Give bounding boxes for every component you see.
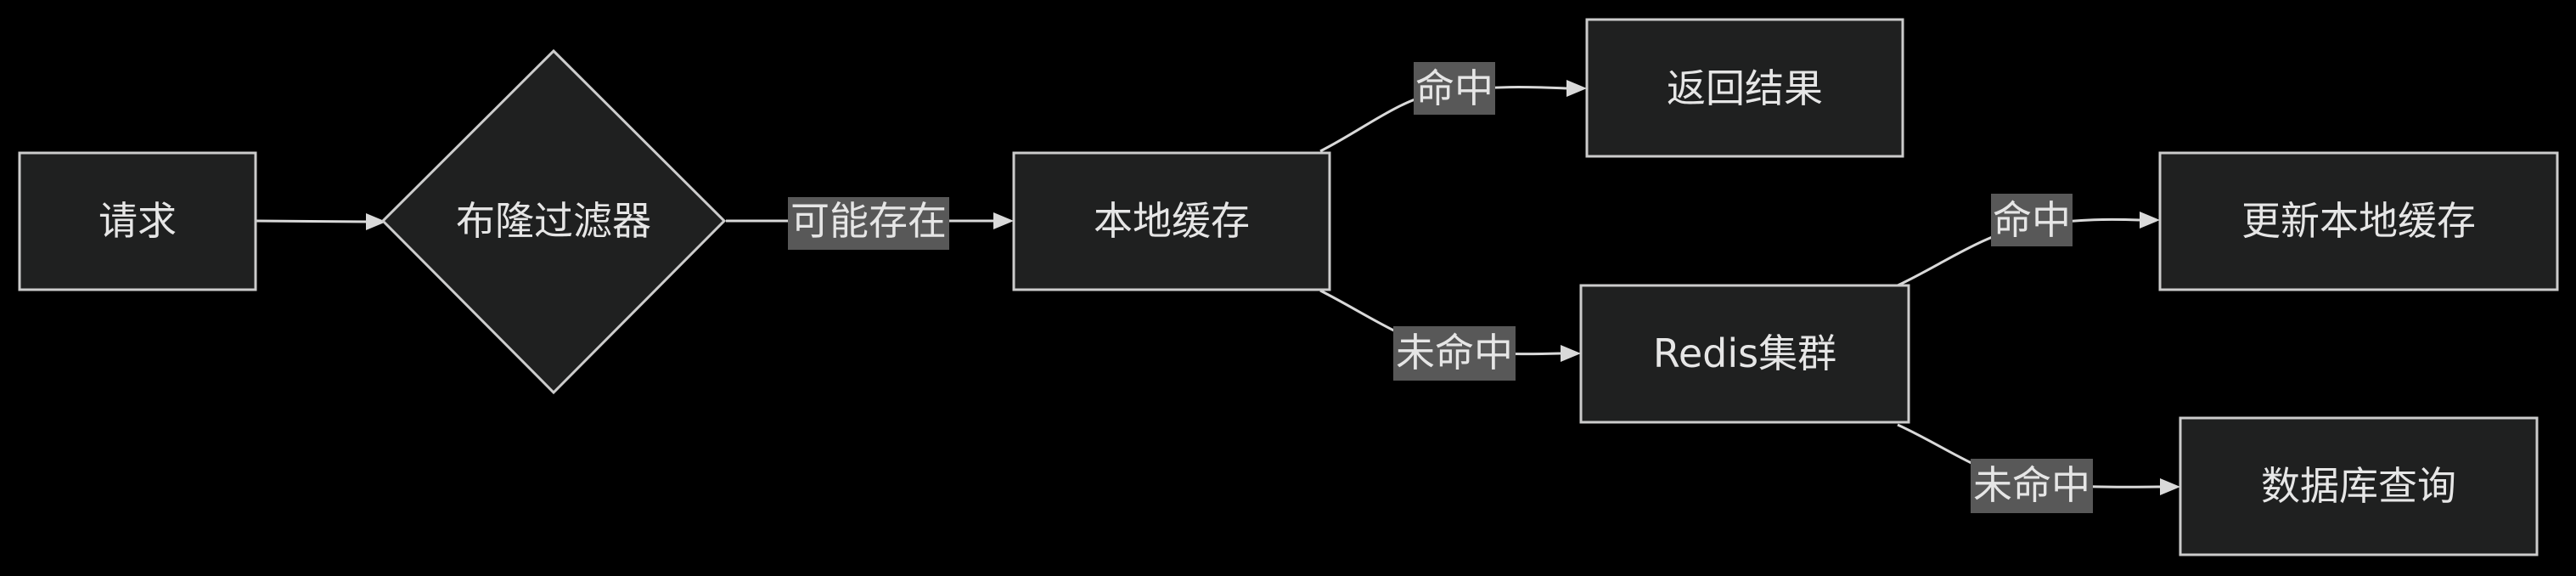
node-local-cache: 本地缓存 — [1012, 151, 1331, 291]
edge-label-local-hit-text: 命中 — [1415, 65, 1493, 111]
node-request-label: 请求 — [98, 198, 177, 244]
edge-label-redis-hit: 命中 — [1991, 194, 2073, 246]
edge-label-possibly-exists: 可能存在 — [788, 197, 949, 250]
edge-label-redis-miss-text: 未命中 — [1973, 462, 2090, 508]
edge-request-to-bloom-filter — [256, 213, 386, 230]
edge-label-local-hit: 命中 — [1414, 62, 1495, 115]
node-db-query: 数据库查询 — [2179, 416, 2539, 556]
node-return-result: 返回结果 — [1585, 18, 1904, 158]
node-redis-cluster-label: Redis集群 — [1653, 330, 1836, 376]
node-request: 请求 — [18, 151, 257, 291]
node-redis-cluster: Redis集群 — [1579, 284, 1910, 424]
node-bloom-filter-label: 布隆过滤器 — [456, 198, 651, 244]
edge-label-redis-hit-text: 命中 — [1993, 197, 2071, 243]
node-bloom-filter: 布隆过滤器 — [380, 48, 727, 395]
edge-label-possibly-exists-text: 可能存在 — [790, 198, 947, 244]
edge-label-local-miss: 未命中 — [1393, 326, 1516, 381]
edge-label-redis-miss: 未命中 — [1971, 459, 2093, 513]
node-update-local-cache: 更新本地缓存 — [2158, 151, 2559, 291]
node-update-local-cache-label: 更新本地缓存 — [2241, 198, 2476, 244]
node-db-query-label: 数据库查询 — [2261, 463, 2456, 509]
node-local-cache-label: 本地缓存 — [1094, 198, 1250, 244]
node-return-result-label: 返回结果 — [1667, 65, 1823, 111]
edge-label-local-miss-text: 未命中 — [1396, 330, 1513, 376]
